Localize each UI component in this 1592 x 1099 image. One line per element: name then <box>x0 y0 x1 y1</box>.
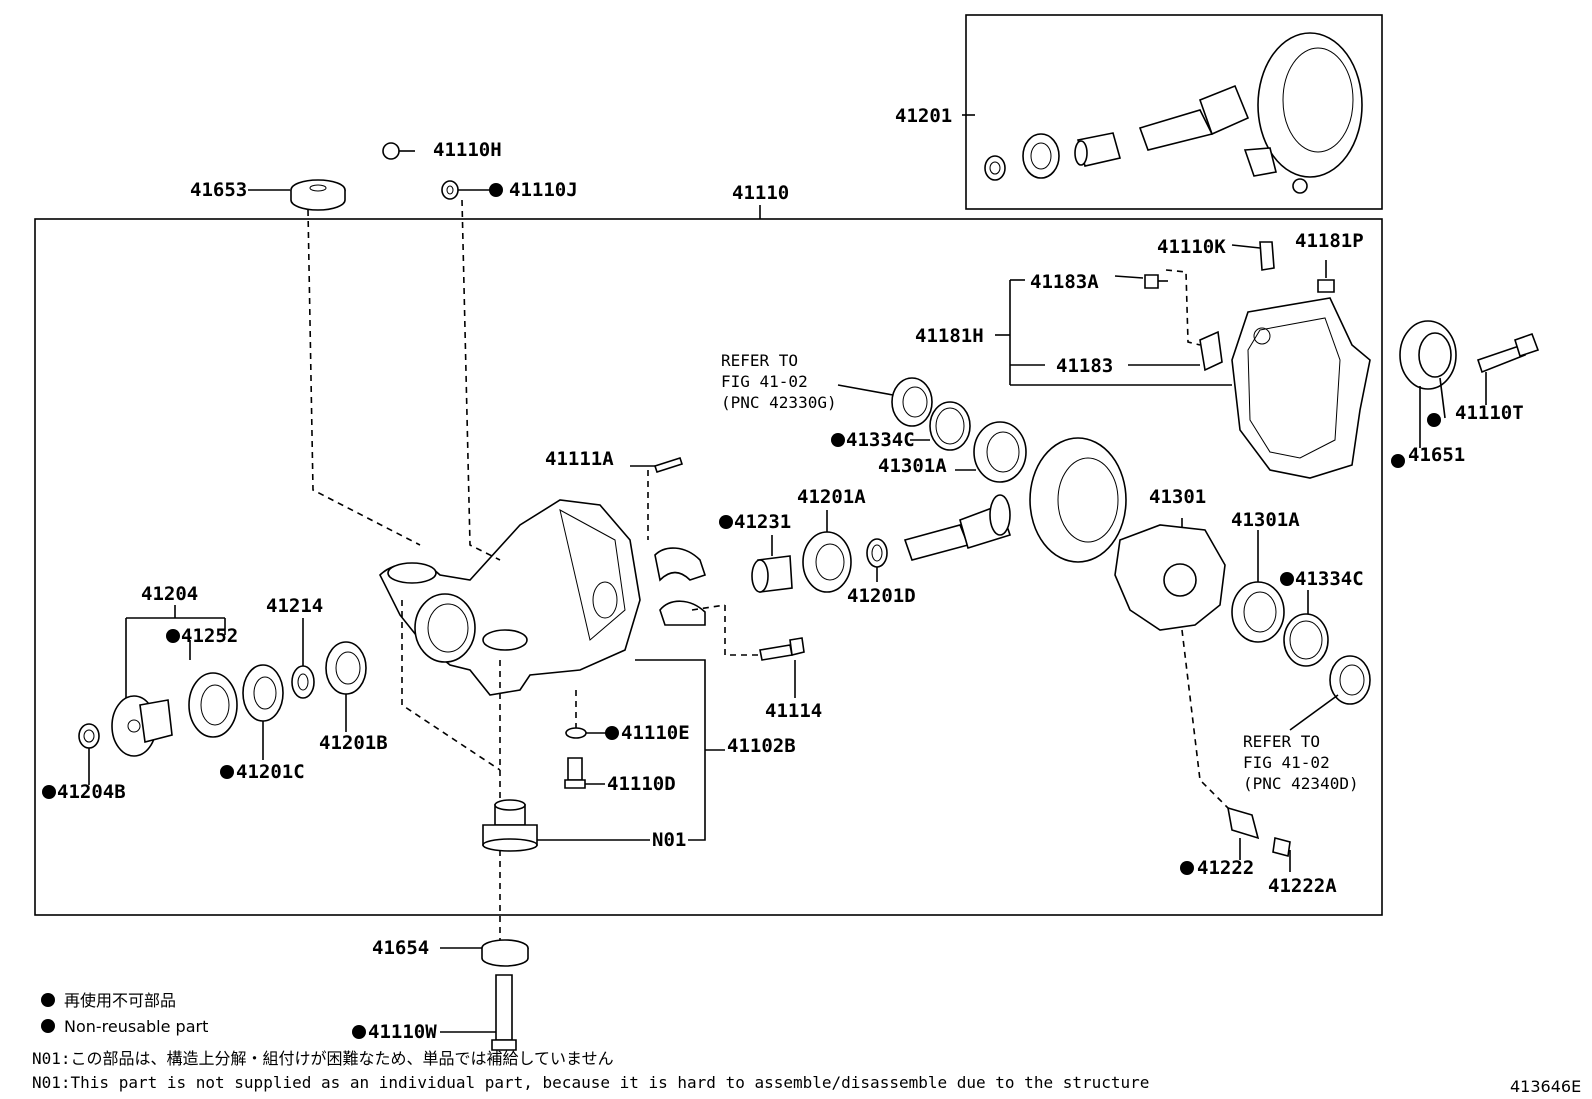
seal-refer-42330G <box>837 377 933 427</box>
bolt-41110W <box>440 974 517 1051</box>
label-41201C: 41201C <box>236 761 305 783</box>
label-41201A: 41201A <box>797 486 866 508</box>
label-41201D: 41201D <box>847 585 916 607</box>
label-41334C-right: 41334C <box>1295 568 1364 590</box>
refer-top-line1: REFER TO <box>721 351 798 370</box>
carrier-housing-41110 <box>379 499 641 696</box>
washer-41110J <box>441 180 490 200</box>
cushion-41654 <box>440 939 529 967</box>
inset-ring-pinion-illustration <box>984 32 1363 194</box>
cushion-41653 <box>248 179 346 211</box>
label-41653: 41653 <box>190 179 247 201</box>
label-41204: 41204 <box>141 583 198 605</box>
label-41252: 41252 <box>181 625 238 647</box>
label-41301A-right: 41301A <box>1231 509 1300 531</box>
label-41183A: 41183A <box>1030 271 1099 293</box>
plug-41110D <box>564 757 605 789</box>
flange-41204 <box>111 695 173 757</box>
bearing-41201B <box>325 641 367 732</box>
mount-N01 <box>482 799 650 852</box>
label-41214: 41214 <box>266 595 323 617</box>
label-41110E: 41110E <box>621 722 690 744</box>
bearing-41301A-right <box>1231 530 1285 643</box>
bolt-41110T <box>1476 332 1540 405</box>
refer-bottom-line2: FIG 41-02 <box>1243 753 1330 772</box>
bolt-41183A <box>1114 274 1168 289</box>
label-41201B: 41201B <box>319 732 388 754</box>
label-41110D: 41110D <box>607 773 676 795</box>
label-41114: 41114 <box>765 700 822 722</box>
refer-top-line2: FIG 41-02 <box>721 372 808 391</box>
label-41111A: 41111A <box>545 448 614 470</box>
label-41301: 41301 <box>1149 486 1206 508</box>
seal-41252 <box>188 640 238 738</box>
label-41183: 41183 <box>1056 355 1113 377</box>
non-reusable-markers <box>41 183 1441 1039</box>
label-41110T: 41110T <box>1455 402 1524 424</box>
label-41222: 41222 <box>1197 857 1254 879</box>
plate-41183 <box>1199 330 1223 372</box>
label-N01: N01 <box>652 829 686 851</box>
label-41110H: 41110H <box>433 139 502 161</box>
refer-bottom-line1: REFER TO <box>1243 732 1320 751</box>
legend-jp: 再使用不可部品 <box>64 991 176 1010</box>
plug-41110H <box>382 142 415 160</box>
legend-en: Non-reusable part <box>64 1017 208 1036</box>
ring-gear-pinion-illustration <box>903 437 1127 563</box>
label-41204B: 41204B <box>57 781 126 803</box>
label-41110J: 41110J <box>509 179 578 201</box>
label-41110: 41110 <box>732 182 789 204</box>
label-41301A-top: 41301A <box>878 455 947 477</box>
note-en: N01:This part is not supplied as an indi… <box>32 1073 1149 1092</box>
cushion-41651 <box>1399 320 1457 448</box>
refer-top-line3: (PNC 42330G) <box>721 393 837 412</box>
plate-41222 <box>1226 806 1260 860</box>
bearing-41201C <box>242 664 284 760</box>
bolt-41181P <box>1317 260 1335 293</box>
washer-41201D <box>866 538 888 582</box>
label-41110K: 41110K <box>1157 236 1226 258</box>
bearing-41301A-top <box>955 421 1027 483</box>
cover-41181H-illustration <box>1231 297 1371 479</box>
nut-41204B <box>78 723 100 785</box>
note-jp: N01:この部品は、構造上分解・組付けが困難なため、単品では補給していません <box>32 1049 614 1068</box>
inset-frame-41201 <box>965 14 1383 210</box>
label-41102B: 41102B <box>727 735 796 757</box>
bearing-cap <box>654 547 707 626</box>
breather-41110K <box>1231 241 1275 271</box>
label-41651: 41651 <box>1408 444 1465 466</box>
pin-41111A <box>630 456 684 474</box>
spacer-41231 <box>751 535 793 593</box>
shim-41334C-top <box>910 401 971 451</box>
assembly-frame-41110 <box>34 218 1383 916</box>
label-41181H: 41181H <box>915 325 984 347</box>
differential-case-41301 <box>1114 518 1226 631</box>
washer-41214 <box>291 618 315 699</box>
bolt-41222A <box>1272 836 1291 872</box>
seal-refer-42340D <box>1289 655 1371 731</box>
bolt-41114 <box>759 637 805 698</box>
bearing-41201A <box>802 510 852 593</box>
shim-41334C-right <box>1283 590 1329 667</box>
label-41231: 41231 <box>734 511 791 533</box>
label-41201: 41201 <box>895 105 952 127</box>
label-41181P: 41181P <box>1295 230 1364 252</box>
label-41654: 41654 <box>372 937 429 959</box>
figure-id: 413646E <box>1510 1077 1581 1096</box>
label-41222A: 41222A <box>1268 875 1337 897</box>
refer-bottom-line3: (PNC 42340D) <box>1243 774 1359 793</box>
label-41334C-top: 41334C <box>846 429 915 451</box>
washer-41110E <box>565 727 610 739</box>
label-41110W: 41110W <box>368 1021 437 1043</box>
